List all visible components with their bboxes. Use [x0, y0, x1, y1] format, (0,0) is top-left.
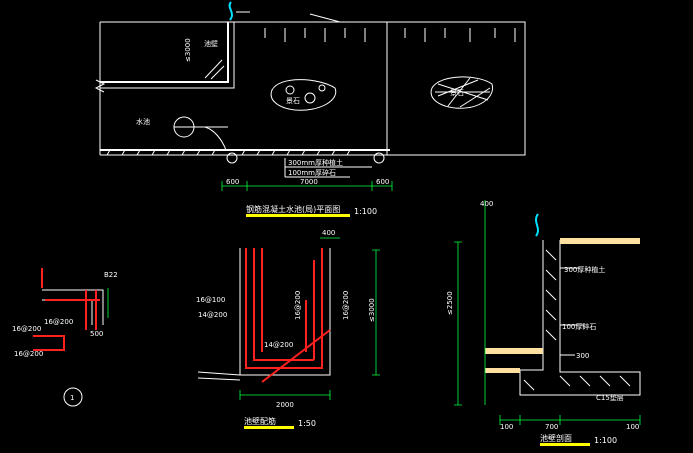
rebar-detail-middle: 400 16@100 14@200 14@200 16@200 16@200 ≤…: [196, 229, 380, 429]
wall-haunch: [204, 59, 225, 80]
label-b22: B22: [104, 271, 118, 279]
pool-label: 水池: [136, 117, 150, 126]
stone-dot: [304, 92, 316, 104]
section-right: 400 ≤2500 300厚种植土 100厚碎石 300 C15垫层 100 7…: [446, 200, 641, 446]
section-title: 池壁剖面: [540, 433, 572, 443]
plan-title: 钢筋混凝土水池(局)平面图: [246, 204, 340, 214]
dim-ticks: [221, 181, 393, 191]
pool-wall-top-inner: [100, 22, 235, 89]
dim-right: [372, 249, 380, 376]
label-bottom: 2000: [276, 401, 294, 409]
pool-wall-top: [100, 22, 229, 83]
dim-b2: 700: [545, 423, 558, 431]
label-500: 500: [90, 330, 103, 338]
soil-layer: [560, 238, 640, 244]
note-1: 300厚种植土: [564, 265, 605, 274]
dim-width: 7000: [300, 178, 318, 186]
stone-label: 景石: [286, 97, 300, 105]
label-l4: 16@200: [294, 291, 302, 320]
dim-b3: 100: [626, 423, 639, 431]
note-3: C15垫层: [596, 393, 624, 402]
slab-line: [197, 371, 241, 381]
stone-1: [270, 79, 337, 111]
wall-section: [519, 240, 641, 396]
water-symbol: [228, 1, 233, 21]
detail-mark: 1: [70, 394, 74, 402]
note-4: 300: [576, 352, 589, 360]
label-l2: 14@200: [198, 311, 227, 319]
dim-bottom: [239, 390, 331, 400]
rebar-hook: [33, 335, 65, 351]
label-l1: 16@100: [196, 296, 225, 304]
rebar-detail-left: B22 16@200 16@200 16@200 500 1: [12, 268, 118, 407]
label-l5: 16@200: [342, 291, 350, 320]
gravel-layer: [485, 348, 543, 354]
detail-title: 池壁配筋: [244, 416, 276, 426]
dim-b1: 100: [500, 423, 513, 431]
pipe-circle: [373, 152, 385, 164]
rebar: [45, 290, 100, 330]
label-r3: 16@200: [14, 350, 43, 358]
detail-mark-circle: [63, 387, 83, 407]
dim-left: [454, 241, 462, 406]
dim-left: 600: [226, 178, 239, 186]
water-symbol-2: [535, 213, 539, 237]
note-300: 300mm厚种植土: [288, 158, 343, 167]
stone-hatch: [435, 77, 491, 108]
rebar-inner: [253, 248, 314, 361]
rebar-diagonal: [261, 329, 331, 383]
label-dim: ≤3000: [368, 298, 376, 322]
label-r1: 16@200: [44, 318, 73, 326]
label-r2: 16@200: [12, 325, 41, 333]
gravel-layer-2: [485, 368, 520, 373]
stone-2: [430, 76, 493, 109]
depth-label: ≤3000: [184, 38, 192, 62]
plant-ticks: [264, 28, 516, 42]
label-h: ≤2500: [446, 291, 454, 315]
title-bar: [246, 214, 350, 217]
label-l3: 14@200: [264, 341, 293, 349]
wall-label: 池壁: [204, 39, 218, 48]
dim-right: 600: [376, 178, 389, 186]
title-bar: [244, 426, 294, 429]
rebar-outer: [245, 248, 323, 369]
stone-dot: [285, 85, 295, 95]
plan-view: 水池 池壁 景石 景石 ≤3000 300mm厚种植土 100mm厚碎石 600…: [94, 1, 526, 191]
section-scale: 1:100: [594, 436, 617, 445]
label-top: 400: [322, 229, 335, 237]
stone-label-2: 景石: [450, 89, 464, 97]
label-top: 400: [480, 200, 493, 208]
pipe-circle: [226, 152, 238, 164]
wall-hatch: [106, 149, 351, 156]
dim-bottom: [499, 415, 641, 425]
plan-title-block: 钢筋混凝土水池(局)平面图 1:100: [246, 204, 377, 217]
note-leaders: [560, 267, 585, 356]
detail-scale: 1:50: [298, 419, 316, 428]
section-arc: [204, 126, 227, 151]
stone-dot: [318, 84, 326, 92]
top-leader: [309, 13, 341, 23]
title-bar: [540, 443, 590, 446]
note-100: 100mm厚碎石: [288, 168, 336, 177]
plan-scale: 1:100: [354, 207, 377, 216]
wall-outline: [239, 248, 331, 376]
note-2: 100厚碎石: [562, 322, 596, 331]
concrete-hatch: [523, 249, 631, 391]
